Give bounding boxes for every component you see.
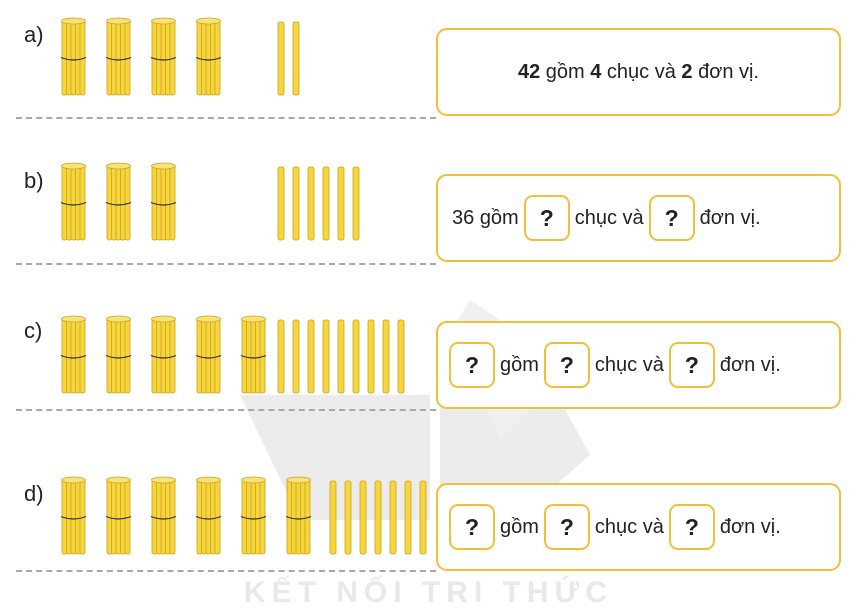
word-don-vi: đơn vị. xyxy=(699,206,761,229)
single-stick xyxy=(329,480,337,555)
answer-box: 42 gồm 4 chục và 2 đơn vị. xyxy=(436,28,841,116)
exercise-row-a: a) 42 gồm 4 chục và 2 đơn vị. xyxy=(0,0,857,140)
divider xyxy=(16,117,436,119)
divider xyxy=(16,409,436,411)
ten-stick-bundle xyxy=(195,17,222,96)
ones-answer-input[interactable]: ? xyxy=(648,195,695,241)
word-gom: gồm xyxy=(545,60,585,83)
answer-box: 36 gồm ? chục và ? đơn vị. xyxy=(436,174,841,262)
single-stick xyxy=(307,319,315,394)
single-stick xyxy=(382,319,390,394)
ten-stick-bundle xyxy=(285,476,312,555)
stick-bundles xyxy=(60,476,427,555)
row-label: d) xyxy=(24,481,44,506)
word-gom: gồm xyxy=(500,515,539,538)
word-don-vi: đơn vị. xyxy=(698,60,760,83)
ten-stick-bundle xyxy=(105,162,132,241)
ten-stick-bundle xyxy=(60,17,87,96)
single-stick xyxy=(374,480,382,555)
single-stick xyxy=(337,319,345,394)
single-stick xyxy=(322,166,330,241)
single-stick xyxy=(344,480,352,555)
word-chuc-va: chục và xyxy=(606,60,676,83)
single-stick xyxy=(419,480,427,555)
ten-stick-bundle xyxy=(105,315,132,394)
single-stick xyxy=(277,166,285,241)
number-answer-input[interactable]: ? xyxy=(449,342,495,388)
word-gom: gồm xyxy=(500,353,539,376)
ten-stick-bundle xyxy=(240,476,267,555)
single-stick xyxy=(292,319,300,394)
ten-stick-bundle xyxy=(60,476,87,555)
single-stick xyxy=(277,319,285,394)
answer-box: ? gồm ? chục và ? đơn vị. xyxy=(436,483,841,571)
row-label: b) xyxy=(24,168,44,193)
ten-stick-bundle xyxy=(240,315,267,394)
single-stick xyxy=(359,480,367,555)
ten-stick-bundle xyxy=(150,315,177,394)
word-don-vi: đơn vị. xyxy=(719,353,781,376)
answer-box: ? gồm ? chục và ? đơn vị. xyxy=(436,321,841,409)
exercise-row-b: b) 36 gồm ? chục và ? đơn vị. xyxy=(0,145,857,285)
row-label: a) xyxy=(24,22,44,47)
ten-stick-bundle xyxy=(60,162,87,241)
tens-answer-input[interactable]: ? xyxy=(523,195,570,241)
word-chuc-va: chục và xyxy=(594,353,664,376)
single-stick xyxy=(352,319,360,394)
tens-answer-input[interactable]: ? xyxy=(543,342,590,388)
single-stick xyxy=(322,319,330,394)
tens-answer-input[interactable]: ? xyxy=(543,504,590,550)
ten-stick-bundle xyxy=(60,315,87,394)
word-don-vi: đơn vị. xyxy=(719,515,781,538)
exercise-row-d: d) ? gồm ? chục và ? đơn vị. xyxy=(0,455,857,595)
single-stick xyxy=(367,319,375,394)
divider xyxy=(16,570,436,572)
ten-stick-bundle xyxy=(195,315,222,394)
ten-stick-bundle xyxy=(150,162,177,241)
row-label: c) xyxy=(24,318,43,343)
ones-answer-input[interactable]: ? xyxy=(668,504,715,550)
number-answer-input[interactable]: ? xyxy=(449,504,495,550)
single-stick xyxy=(404,480,412,555)
word-chuc-va: chục và xyxy=(594,515,664,538)
stick-bundles xyxy=(60,17,300,96)
tens-value: 4 xyxy=(590,60,602,83)
number: 36 xyxy=(452,206,475,229)
single-stick xyxy=(389,480,397,555)
single-stick xyxy=(307,166,315,241)
single-stick xyxy=(292,166,300,241)
exercise-row-c: c) ? gồm ? chục và ? đơn vị. xyxy=(0,293,857,433)
single-stick xyxy=(337,166,345,241)
stick-bundles xyxy=(60,315,405,394)
word-gom: gồm xyxy=(479,206,519,229)
ten-stick-bundle xyxy=(150,17,177,96)
single-stick xyxy=(352,166,360,241)
ones-value: 2 xyxy=(681,60,693,83)
ten-stick-bundle xyxy=(105,476,132,555)
ten-stick-bundle xyxy=(150,476,177,555)
ten-stick-bundle xyxy=(195,476,222,555)
divider xyxy=(16,263,436,265)
ones-answer-input[interactable]: ? xyxy=(668,342,715,388)
single-stick xyxy=(277,21,285,96)
ten-stick-bundle xyxy=(105,17,132,96)
stick-bundles xyxy=(60,162,360,241)
number: 42 xyxy=(517,60,541,83)
single-stick xyxy=(397,319,405,394)
single-stick xyxy=(292,21,300,96)
word-chuc-va: chục và xyxy=(574,206,644,229)
